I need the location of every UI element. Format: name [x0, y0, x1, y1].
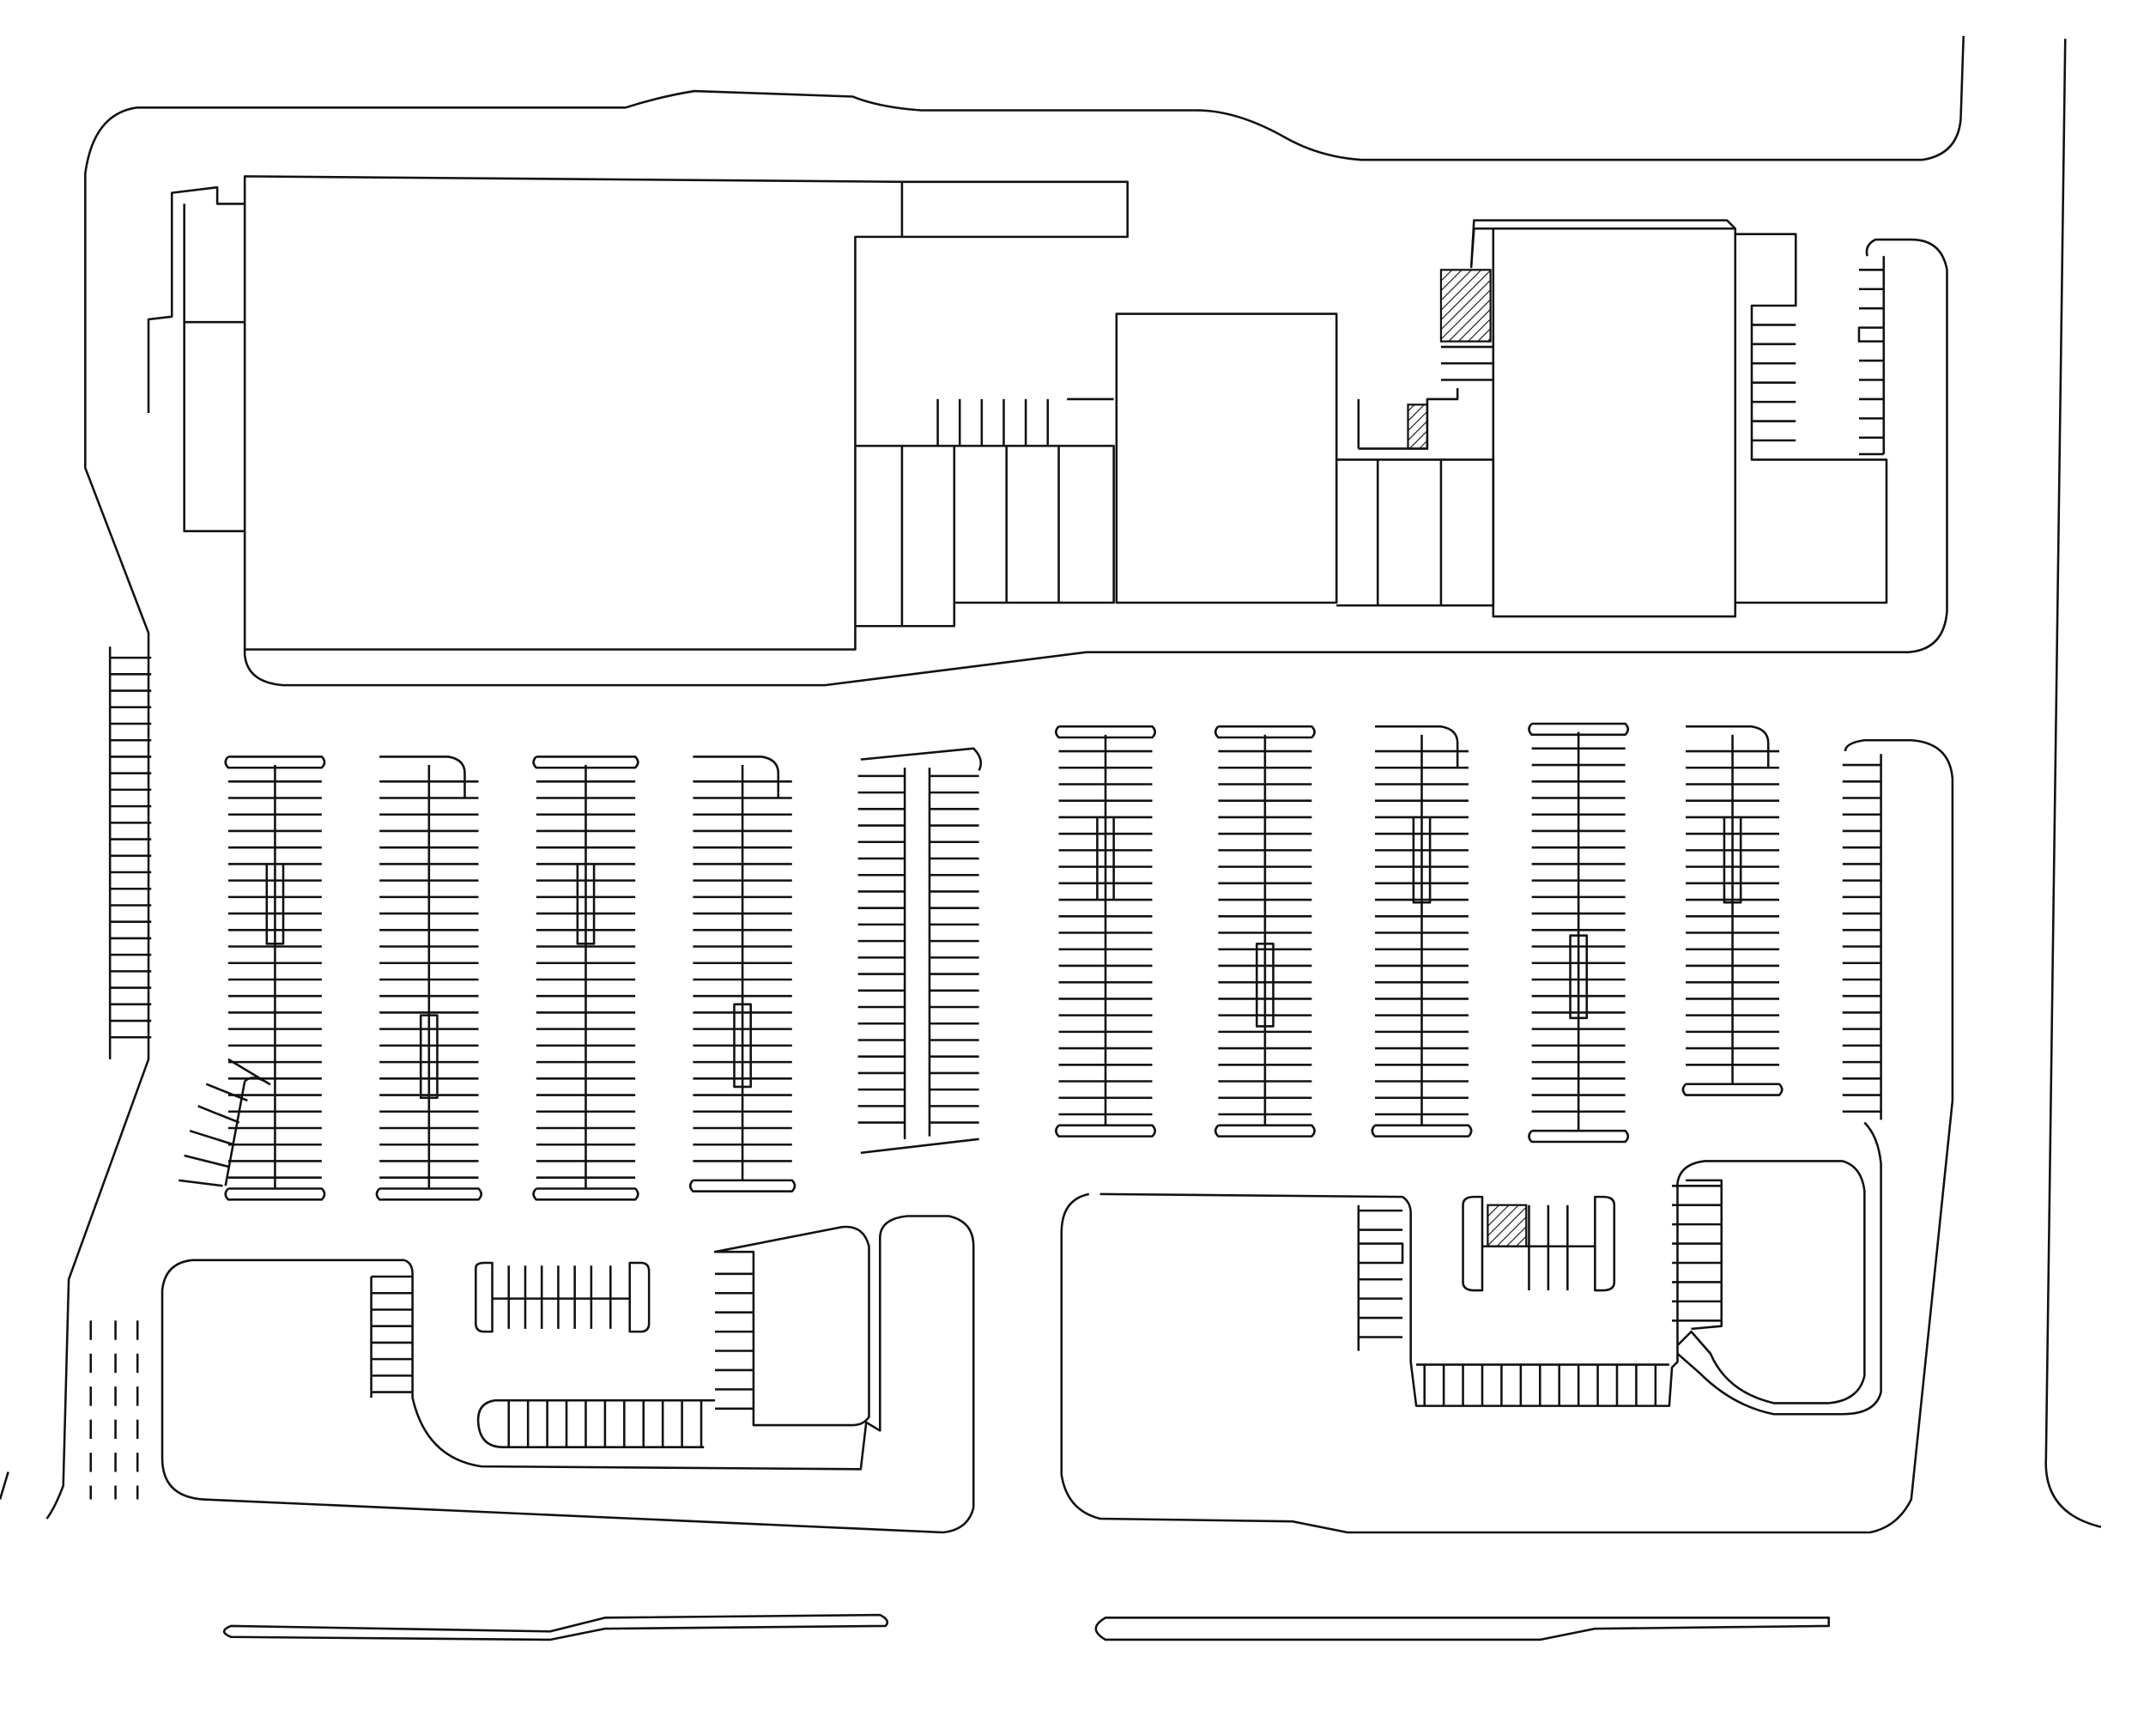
parking-row-2 [375, 755, 482, 1201]
outparcel-sw-building [713, 1225, 870, 1427]
outparcel-sw-stalls [370, 1272, 754, 1411]
parking-row-4 [688, 755, 796, 1192]
parking-row-6-stalls [1055, 725, 1156, 1138]
hatched-area-east-anchor [1439, 269, 1492, 343]
parking-row-3 [532, 755, 639, 1201]
outparcel-se-front-stalls [1416, 1363, 1669, 1406]
sw-entry-dashes [89, 1320, 139, 1500]
parking-row-7 [1214, 725, 1316, 1138]
hatched-area-inline-shops [1407, 403, 1429, 450]
parking-row-1-stalls [224, 755, 326, 1201]
outparcel-se-stalls-west [1357, 1204, 1404, 1351]
anchor-west-wing [147, 185, 245, 532]
west-road-edge [0, 1471, 9, 1500]
center-anchor [1115, 312, 1338, 604]
outparcel-sw-front-stalls [476, 1398, 716, 1448]
east-stalls-north [1857, 256, 1886, 456]
parking-row-3-stalls [532, 755, 639, 1201]
angled-stalls [179, 1058, 271, 1187]
parking-row-2-stalls [375, 755, 482, 1201]
outparcel-se-island [1462, 1195, 1616, 1292]
east-anchor-loading [1440, 324, 1796, 442]
main-road-edge-east [2044, 39, 2102, 1528]
front-drive-curb [243, 238, 1948, 687]
outparcel-sw-lot [160, 1215, 975, 1534]
parking-row-7-stalls [1214, 725, 1316, 1138]
inline-shops-west [855, 445, 1115, 628]
parking-row-11-stalls [1842, 754, 1882, 1120]
parking-row-5-stalls [857, 747, 983, 1155]
outparcel-se-stalls-east [1672, 1185, 1722, 1322]
anchor-building [243, 175, 904, 651]
parking-row-9 [1528, 722, 1630, 1144]
parking-row-5 [857, 747, 983, 1155]
outparcel-se-lot [1099, 1160, 1866, 1407]
south-median-east [1094, 1617, 1830, 1641]
parking-row-6 [1055, 725, 1156, 1138]
east-anchor-rear [1469, 219, 1888, 604]
outparcel-se-building [1686, 1179, 1723, 1331]
south-median-west [222, 1613, 889, 1641]
shop-loading-west [936, 397, 1114, 446]
parking-row-8-stalls [1371, 725, 1473, 1138]
parking-row-8 [1371, 725, 1473, 1138]
outparcel-sw-island [475, 1261, 651, 1333]
parking-row-10 [1681, 725, 1784, 1096]
parking-row-1 [224, 755, 326, 1201]
outparcel-se-perimeter [1060, 738, 1954, 1534]
parking-row-9-stalls [1528, 722, 1630, 1144]
parking-row-4-stalls [688, 755, 796, 1192]
parking-row-10-stalls [1681, 725, 1784, 1096]
east-anchor [1492, 227, 1737, 618]
anchor-annex [901, 180, 1129, 239]
hatched-area-se-outparcel [1487, 1204, 1528, 1247]
site-boundary-north [45, 35, 1965, 1520]
west-stalls [108, 646, 152, 1059]
parking-row-11 [1842, 754, 1882, 1120]
